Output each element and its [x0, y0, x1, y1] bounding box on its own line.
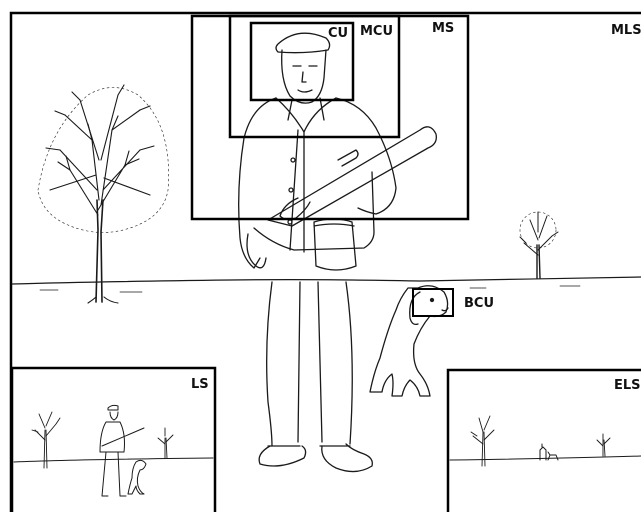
mls-label: MLS [611, 23, 641, 38]
mcu-label: MCU [360, 24, 393, 39]
cu-label: CU [328, 26, 348, 41]
horizon-line [12, 277, 641, 284]
els-frame [448, 370, 641, 512]
dog [370, 286, 448, 396]
small-tree [520, 212, 558, 278]
bcu-label: BCU [464, 296, 494, 311]
ls-label: LS [191, 377, 209, 392]
large-tree [38, 85, 169, 303]
ls-inset: LS [12, 368, 215, 512]
ground-marks [40, 286, 580, 292]
ls-frame [12, 368, 215, 512]
els-inset: ELS [448, 370, 641, 512]
ms-label: MS [432, 21, 454, 36]
els-label: ELS [614, 378, 641, 393]
